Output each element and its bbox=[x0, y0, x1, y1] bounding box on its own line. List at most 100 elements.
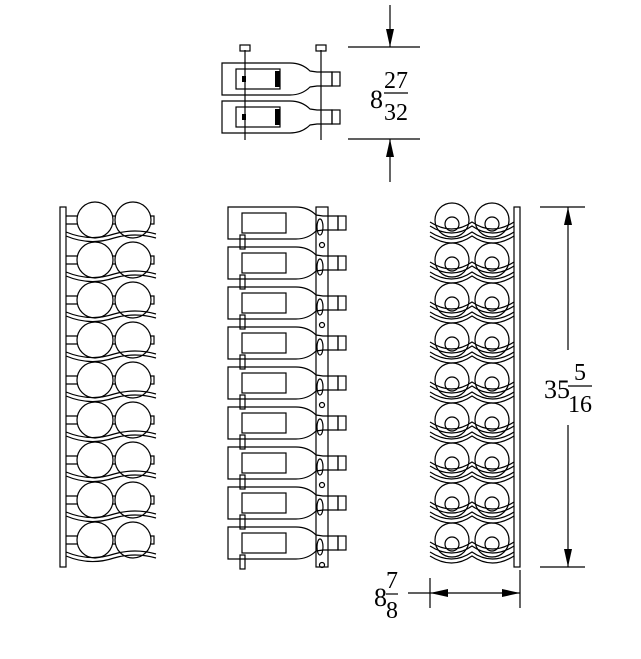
arrowhead bbox=[386, 139, 394, 157]
wave-rod bbox=[65, 430, 157, 443]
ring-outer bbox=[474, 242, 510, 278]
rod bbox=[66, 375, 155, 385]
dimension-lines bbox=[348, 5, 585, 608]
width-whole: 8 bbox=[374, 583, 387, 612]
rod bbox=[66, 215, 155, 225]
rod bbox=[66, 415, 155, 425]
height-whole: 35 bbox=[544, 375, 570, 404]
rod bbox=[66, 255, 155, 265]
slot bbox=[316, 498, 324, 516]
bottle-circle bbox=[76, 321, 114, 359]
wave-rod bbox=[65, 550, 157, 563]
ring-outer bbox=[434, 322, 470, 358]
ring-inner bbox=[484, 336, 500, 352]
slot bbox=[316, 338, 324, 356]
ring-outer bbox=[434, 282, 470, 318]
width-dimension-label: 8 7 8 bbox=[374, 568, 398, 624]
bottle-circle bbox=[76, 361, 114, 399]
label-mark bbox=[275, 71, 280, 87]
ring-outer bbox=[434, 522, 470, 558]
label-mark bbox=[275, 109, 280, 125]
wave-rod bbox=[65, 470, 157, 483]
clip bbox=[239, 514, 246, 530]
bottle-cap bbox=[337, 535, 347, 551]
depth-whole: 8 bbox=[370, 85, 383, 114]
rod bbox=[66, 535, 155, 545]
wave-rod bbox=[65, 350, 157, 363]
bottle-circle bbox=[76, 521, 114, 559]
wave-rod bbox=[65, 310, 157, 323]
ring-inner bbox=[484, 416, 500, 432]
bottle-label bbox=[241, 452, 287, 474]
arrowhead bbox=[564, 207, 572, 225]
height-numerator: 5 bbox=[574, 360, 586, 386]
width-denominator: 8 bbox=[386, 598, 398, 624]
arrowhead bbox=[430, 589, 448, 597]
rod bbox=[66, 295, 155, 305]
ring-inner bbox=[444, 496, 460, 512]
wave-rod bbox=[429, 501, 515, 524]
top-view bbox=[221, 44, 341, 140]
ring-outer bbox=[434, 482, 470, 518]
bottle-circle bbox=[114, 361, 152, 399]
ring-outer bbox=[434, 242, 470, 278]
wave-rod bbox=[429, 541, 515, 564]
bottle-circle bbox=[76, 441, 114, 479]
depth-dimension-label: 8 27 32 bbox=[370, 68, 408, 126]
wave-rod bbox=[429, 461, 515, 484]
slot bbox=[316, 418, 324, 436]
ring-inner bbox=[484, 296, 500, 312]
back-view-rings bbox=[429, 202, 521, 568]
screw bbox=[318, 561, 326, 569]
slot bbox=[316, 258, 324, 276]
ring-inner bbox=[444, 216, 460, 232]
arrowhead bbox=[502, 589, 520, 597]
bottle-circle bbox=[76, 401, 114, 439]
rod bbox=[66, 455, 155, 465]
ring-outer bbox=[474, 322, 510, 358]
wave-rod bbox=[65, 510, 157, 523]
bottle-circle bbox=[76, 481, 114, 519]
wave-rod bbox=[429, 381, 515, 404]
mounting-bar bbox=[513, 206, 521, 568]
bottle-label bbox=[241, 372, 287, 394]
clip bbox=[239, 274, 246, 290]
ring-inner bbox=[484, 536, 500, 552]
wave-rod bbox=[429, 261, 515, 284]
bottle-cap bbox=[337, 495, 347, 511]
screw bbox=[318, 481, 326, 489]
ring-outer bbox=[434, 442, 470, 478]
front-view-circles bbox=[59, 201, 157, 568]
ring-outer bbox=[474, 522, 510, 558]
bottle-circle bbox=[76, 241, 114, 279]
arrowhead bbox=[564, 549, 572, 567]
wave-rod bbox=[429, 301, 515, 324]
ring-outer bbox=[474, 442, 510, 478]
wave-rod bbox=[429, 421, 515, 444]
bottle-label bbox=[241, 332, 287, 354]
rod bbox=[66, 495, 155, 505]
clip bbox=[239, 474, 246, 490]
bottle-circle bbox=[114, 241, 152, 279]
bottle-cap bbox=[337, 455, 347, 471]
label-mark bbox=[242, 76, 246, 82]
bottle-circle bbox=[114, 481, 152, 519]
ring-inner bbox=[484, 496, 500, 512]
bottle-cap bbox=[337, 215, 347, 231]
wave-rod bbox=[65, 390, 157, 403]
ring-inner bbox=[484, 456, 500, 472]
ring-inner bbox=[444, 296, 460, 312]
clip bbox=[239, 394, 246, 410]
wave-rod bbox=[429, 341, 515, 364]
bottle-label bbox=[241, 292, 287, 314]
slot bbox=[316, 538, 324, 556]
bottle-cap bbox=[337, 335, 347, 351]
bottle-label bbox=[241, 492, 287, 514]
ring-outer bbox=[474, 362, 510, 398]
bottle-cap bbox=[331, 109, 341, 125]
post-cap bbox=[315, 44, 327, 52]
ring-outer bbox=[434, 202, 470, 238]
ring-inner bbox=[444, 416, 460, 432]
bottle-label bbox=[241, 212, 287, 234]
depth-numerator: 27 bbox=[384, 68, 408, 94]
